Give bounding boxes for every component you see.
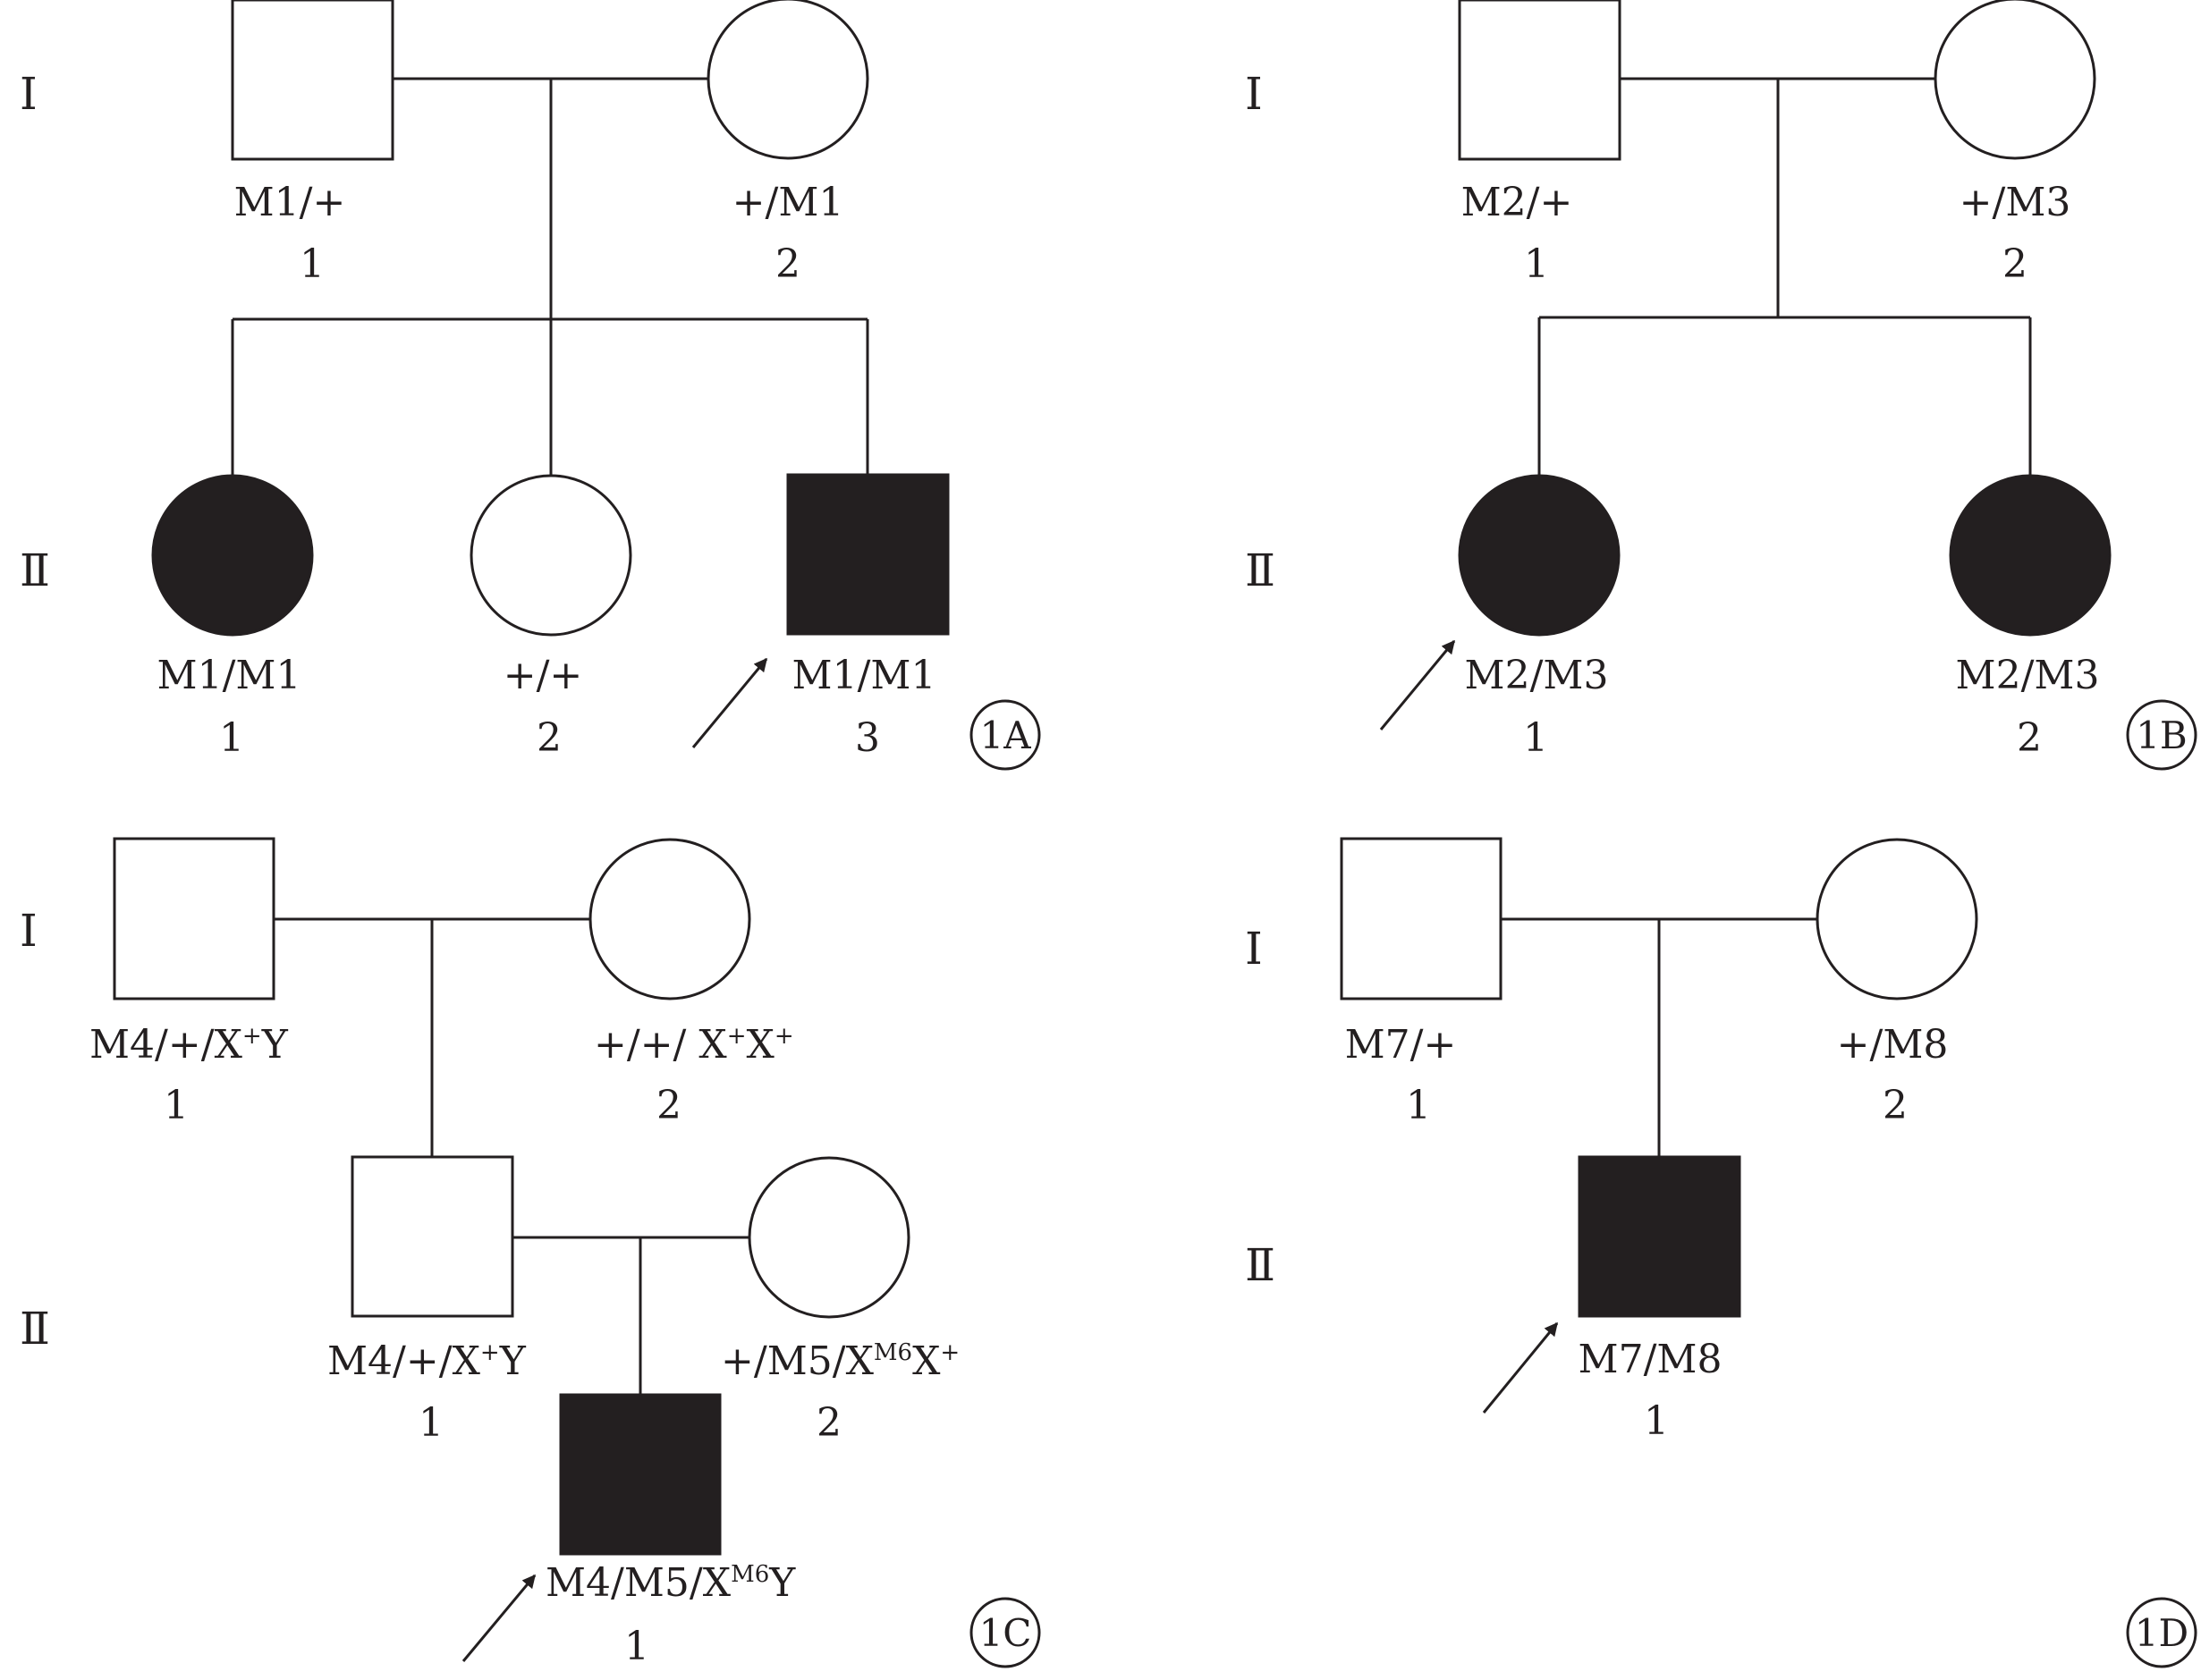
panel-1a: Ⅰ Ⅱ M1/+ 1 +/M1 2 M1/M1 1 +/+ 2 M1/M1 3 … <box>20 0 1041 771</box>
panel-label-circle <box>969 1597 1041 1668</box>
genotype-label: M4/M5/XM6Y <box>546 1560 796 1606</box>
unaffected-male-symbol <box>231 0 394 161</box>
genotype-part: Y <box>261 1022 289 1068</box>
generation-label-i: Ⅰ <box>20 905 38 957</box>
genotype-superscript: M6 <box>874 1339 912 1366</box>
generation-label-i: Ⅰ <box>1245 923 1263 975</box>
individual-number: 1 <box>164 1083 189 1128</box>
unaffected-female-symbol <box>748 1156 910 1319</box>
panel-1b: Ⅰ Ⅱ M2/+ 1 +/M3 2 M2/M3 1 M2/M3 2 1B <box>1245 0 2197 771</box>
unaffected-female-symbol <box>1816 838 1978 1000</box>
proband-arrow-icon <box>461 1574 537 1662</box>
unaffected-male-symbol <box>351 1155 514 1318</box>
unaffected-female-symbol <box>1934 0 2096 160</box>
genotype-part: Y <box>499 1338 527 1384</box>
unaffected-male-symbol <box>1340 837 1503 1000</box>
generation-label-i: Ⅰ <box>1245 68 1263 120</box>
genotype-label: +/+ <box>504 653 583 698</box>
genotype-part: M4/M5/X <box>546 1560 732 1606</box>
genotype-superscript: + <box>242 1023 262 1050</box>
affected-female-symbol <box>1949 474 2112 637</box>
individual-number: 1 <box>300 241 325 287</box>
generation-label-ii: Ⅱ <box>1245 1239 1275 1291</box>
generation-label-ii: Ⅱ <box>1245 545 1275 596</box>
individual-number: 1 <box>1406 1083 1431 1128</box>
panel-1c: Ⅰ Ⅱ M4/+/X+Y 1 +/+/ X+X+ 2 M4/+/X+Y 1 +/… <box>20 837 1041 1669</box>
individual-number: 2 <box>1883 1083 1908 1128</box>
genotype-label: M1/M1 <box>792 653 936 698</box>
proband-arrow-icon <box>691 657 768 748</box>
unaffected-male-symbol <box>1458 0 1621 161</box>
genotype-superscript: + <box>775 1023 794 1050</box>
panel-label: 1B <box>2136 713 2188 757</box>
affected-female-symbol <box>1458 474 1621 637</box>
proband-arrow-icon <box>1379 639 1456 730</box>
unaffected-female-symbol <box>588 838 751 1000</box>
panel-label-circle <box>2126 699 2197 771</box>
unaffected-female-symbol <box>707 0 869 160</box>
genotype-part: +/M5/X <box>721 1338 875 1384</box>
genotype-label: M1/M1 <box>157 653 301 698</box>
panel-label: 1A <box>979 713 1031 757</box>
generation-label-ii: Ⅱ <box>20 545 50 596</box>
genotype-label: +/+/ X+X+ <box>594 1022 794 1068</box>
genotype-part: X <box>912 1338 941 1384</box>
individual-number: 1 <box>419 1400 444 1446</box>
individual-number: 3 <box>855 715 880 761</box>
generation-label-i: Ⅰ <box>20 68 38 120</box>
genotype-label: +/M1 <box>732 180 844 225</box>
affected-male-symbol <box>786 473 950 636</box>
genotype-label: +/M5/XM6X+ <box>721 1338 960 1384</box>
affected-male-symbol <box>1578 1155 1741 1318</box>
individual-number: 2 <box>2017 715 2042 761</box>
individual-number: 1 <box>1523 715 1548 761</box>
genotype-part: M4/+/X <box>327 1338 481 1384</box>
affected-male-symbol <box>559 1393 722 1556</box>
unaffected-female-symbol <box>470 474 632 637</box>
genotype-part: X <box>747 1022 775 1068</box>
genotype-label: M1/+ <box>234 180 346 225</box>
unaffected-male-symbol <box>113 837 275 1000</box>
genotype-label: +/M3 <box>1960 180 2071 225</box>
individual-number: 2 <box>775 241 800 287</box>
individual-number: 2 <box>656 1083 681 1128</box>
individual-number: 2 <box>537 715 562 761</box>
generation-label-ii: Ⅱ <box>20 1303 50 1355</box>
individual-number: 2 <box>2002 241 2027 287</box>
genotype-label: +/M8 <box>1837 1022 1949 1068</box>
panel-label-circle <box>969 699 1041 771</box>
genotype-superscript: + <box>940 1339 960 1366</box>
genotype-label: M2/+ <box>1461 180 1573 225</box>
genotype-superscript: M6 <box>731 1561 769 1588</box>
genotype-label: M4/+/X+Y <box>327 1338 527 1384</box>
genotype-label: M7/+ <box>1345 1022 1457 1068</box>
genotype-superscript: + <box>480 1339 500 1366</box>
affected-female-symbol <box>151 474 314 637</box>
genotype-label: M4/+/X+Y <box>89 1022 289 1068</box>
panel-label-circle <box>2126 1597 2197 1668</box>
genotype-superscript: + <box>727 1023 747 1050</box>
genotype-part: +/+/ X <box>594 1022 727 1068</box>
panel-1d: Ⅰ Ⅱ M7/+ 1 +/M8 2 M7/M8 1 1D <box>1245 837 2197 1668</box>
individual-number: 1 <box>1644 1398 1669 1444</box>
individual-number: 1 <box>624 1624 649 1669</box>
genotype-part: M4/+/X <box>89 1022 243 1068</box>
individual-number: 1 <box>219 715 244 761</box>
individual-number: 1 <box>1524 241 1549 287</box>
genotype-label: M7/M8 <box>1579 1337 1723 1382</box>
panel-label: 1C <box>979 1611 1032 1655</box>
proband-arrow-icon <box>1482 1321 1559 1414</box>
genotype-part: Y <box>768 1560 796 1606</box>
panel-label: 1D <box>2135 1611 2188 1655</box>
genotype-label: M2/M3 <box>1956 653 2100 698</box>
individual-number: 2 <box>817 1400 842 1446</box>
genotype-label: M2/M3 <box>1465 653 1609 698</box>
